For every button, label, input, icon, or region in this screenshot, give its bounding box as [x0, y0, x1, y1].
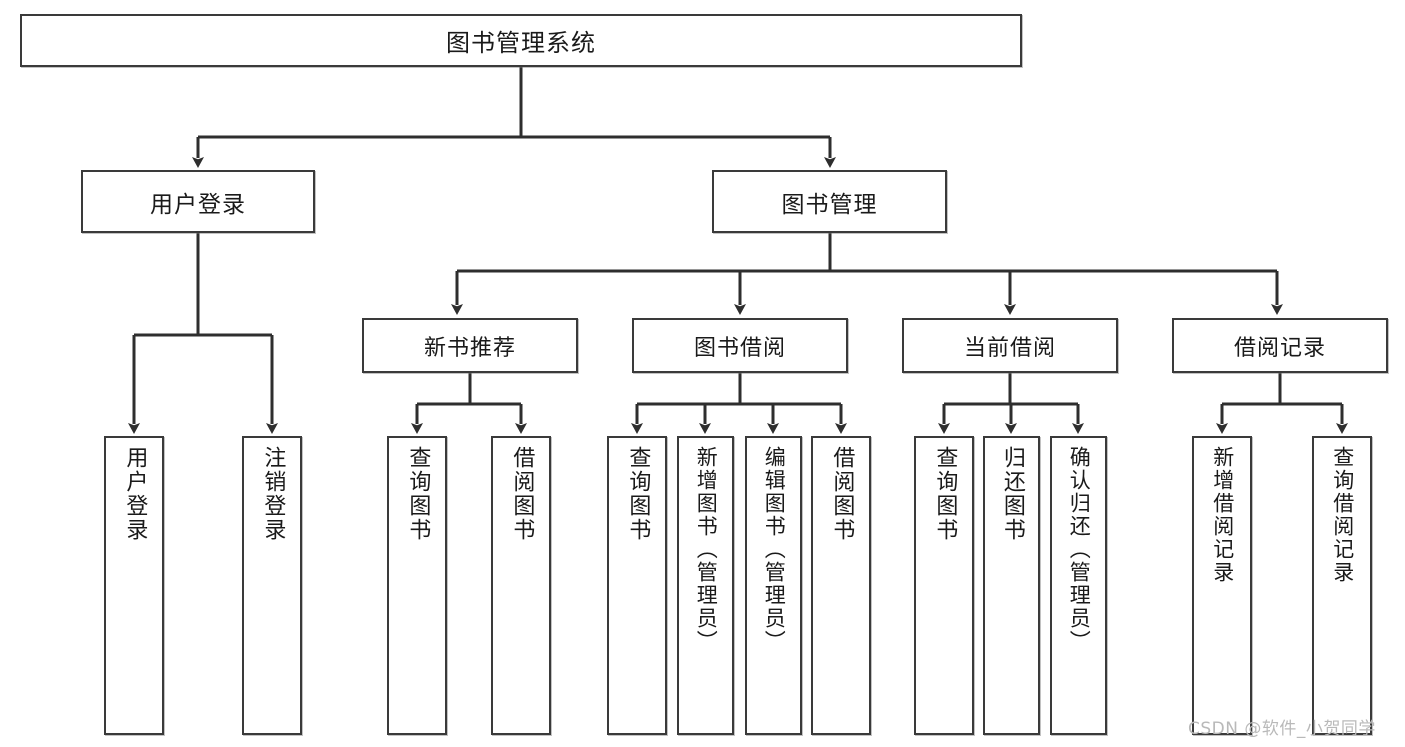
- node-label: 图书管理: [781, 191, 878, 218]
- node-label: 新增图书（管理员）: [694, 446, 719, 653]
- node-label: 查询图书: [405, 446, 431, 542]
- leaf-query-book-recommend[interactable]: 查询图书: [387, 436, 447, 735]
- leaf-user-logout[interactable]: 注销登录: [242, 436, 302, 735]
- node-user-login[interactable]: 用户登录: [81, 170, 315, 233]
- leaf-return-book[interactable]: 归还图书: [983, 436, 1040, 735]
- node-label: 注销登录: [260, 446, 286, 542]
- node-label: 借阅记录: [1233, 335, 1326, 361]
- leaf-add-book-admin[interactable]: 新增图书（管理员）: [677, 436, 734, 735]
- node-label: 查询图书: [625, 446, 651, 542]
- leaf-edit-book-admin[interactable]: 编辑图书（管理员）: [745, 436, 802, 735]
- node-label: 图书管理系统: [446, 29, 596, 57]
- leaf-borrow-book-recommend[interactable]: 借阅图书: [491, 436, 551, 735]
- node-label: 新书推荐: [423, 335, 516, 361]
- node-borrow-record[interactable]: 借阅记录: [1172, 318, 1388, 373]
- node-label: 当前借阅: [963, 335, 1056, 361]
- node-label: 查询借阅记录: [1330, 446, 1355, 584]
- node-label: 用户登录: [122, 446, 148, 542]
- leaf-add-borrow-record[interactable]: 新增借阅记录: [1192, 436, 1252, 735]
- node-label: 用户登录: [150, 191, 246, 218]
- node-label: 查询图书: [932, 446, 958, 542]
- leaf-query-book-borrow[interactable]: 查询图书: [607, 436, 667, 735]
- node-current-borrow[interactable]: 当前借阅: [902, 318, 1118, 373]
- node-label: 借阅图书: [829, 446, 855, 542]
- csdn-watermark: CSDN @软件_小贺同学: [1188, 719, 1376, 739]
- node-label: 图书借阅: [693, 335, 786, 361]
- node-label: 归还图书: [999, 446, 1025, 542]
- node-book-management[interactable]: 图书管理: [712, 170, 947, 233]
- node-new-book-recommend[interactable]: 新书推荐: [362, 318, 578, 373]
- node-label: 新增借阅记录: [1210, 446, 1235, 584]
- leaf-user-login[interactable]: 用户登录: [104, 436, 164, 735]
- leaf-query-borrow-record[interactable]: 查询借阅记录: [1312, 436, 1372, 735]
- node-book-borrow[interactable]: 图书借阅: [632, 318, 848, 373]
- node-label: 确认归还（管理员）: [1067, 446, 1092, 653]
- leaf-borrow-book[interactable]: 借阅图书: [811, 436, 871, 735]
- leaf-confirm-return-admin[interactable]: 确认归还（管理员）: [1050, 436, 1107, 735]
- node-label: 编辑图书（管理员）: [762, 446, 787, 653]
- leaf-query-book-current[interactable]: 查询图书: [914, 436, 974, 735]
- node-label: 借阅图书: [509, 446, 535, 542]
- node-root-system[interactable]: 图书管理系统: [20, 14, 1022, 67]
